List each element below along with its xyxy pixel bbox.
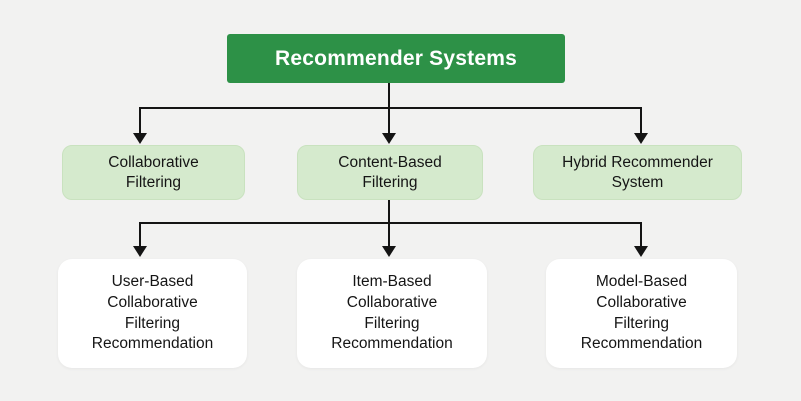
arrow-down-icon <box>133 246 147 257</box>
edge-drop-model-based <box>639 223 643 247</box>
edge-drop-content-based <box>387 108 391 134</box>
arrow-down-icon <box>382 246 396 257</box>
node-user-based-collaborative-filtering-recommendation: User-Based Collaborative Filtering Recom… <box>58 259 247 368</box>
edge-drop-item-based <box>387 223 391 247</box>
node-collaborative-filtering: Collaborative Filtering <box>62 145 245 200</box>
edge-drop-hybrid <box>639 108 643 134</box>
edge-drop-collaborative <box>138 108 142 134</box>
edge-drop-user-based <box>138 223 142 247</box>
node-hybrid-recommender-system: Hybrid Recommender System <box>533 145 742 200</box>
node-recommender-systems: Recommender Systems <box>227 34 565 83</box>
arrow-down-icon <box>634 133 648 144</box>
node-model-based-collaborative-filtering-recommendation: Model-Based Collaborative Filtering Reco… <box>546 259 737 368</box>
edge-level2-horizontal <box>138 106 643 110</box>
node-content-based-filtering: Content-Based Filtering <box>297 145 483 200</box>
arrow-down-icon <box>133 133 147 144</box>
edge-root-stem <box>387 83 391 109</box>
edge-level3-horizontal <box>138 221 643 225</box>
arrow-down-icon <box>634 246 648 257</box>
arrow-down-icon <box>382 133 396 144</box>
edge-content-based-stem <box>387 200 391 224</box>
node-item-based-collaborative-filtering-recommendation: Item-Based Collaborative Filtering Recom… <box>297 259 487 368</box>
